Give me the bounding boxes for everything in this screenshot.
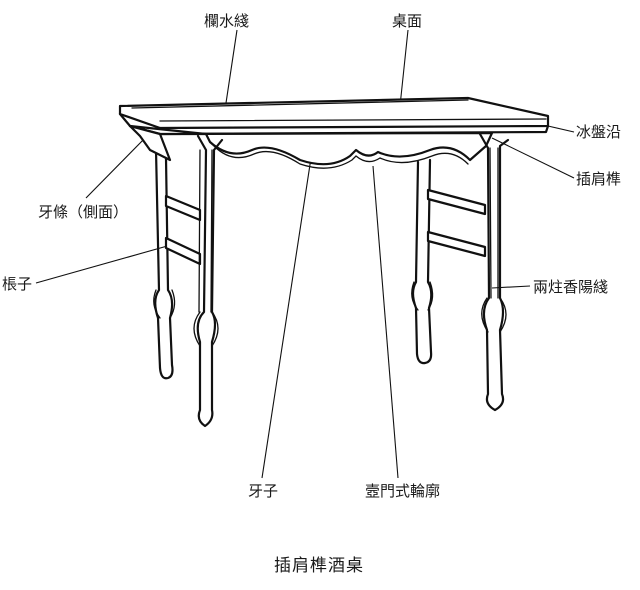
back-left-foot-carving (153, 289, 176, 319)
front-legs (193, 132, 510, 428)
tabletop-surface (118, 96, 550, 130)
back-right-foot-carving (411, 281, 434, 311)
leader-lanshui (225, 29, 238, 104)
leader-chenzi (35, 242, 179, 284)
leader-zhuomian (399, 29, 409, 107)
label-hu-men-shi-lun-kuo: 壼門式輪廓 (365, 482, 441, 500)
front-apron (128, 124, 494, 166)
back-right-leg (411, 158, 433, 365)
right-lower-stretcher (426, 230, 487, 258)
figure-caption: 插肩榫酒桌 (274, 556, 364, 576)
front-left-leg (196, 134, 224, 428)
left-upper-stretcher (164, 194, 202, 222)
leader-yazi (261, 144, 314, 479)
leader-humen (372, 165, 399, 479)
label-lanshui-jian: 欄水綫 (204, 12, 250, 30)
front-right-foot-carving (481, 297, 507, 333)
back-left-leg (154, 148, 174, 380)
tabletop (118, 96, 550, 136)
tabletop-inner-edge (131, 99, 469, 109)
side-apron (128, 124, 172, 162)
leader-chajiansun (491, 137, 575, 179)
label-zhuo-mian: 桌面 (392, 12, 423, 30)
apron-inner-bead (213, 145, 469, 169)
front-right-leg-bead (489, 147, 499, 299)
leader-yatiao (85, 134, 149, 199)
left-lower-stretcher (164, 236, 202, 266)
leader-lines (35, 29, 575, 479)
front-right-leg (478, 132, 510, 412)
label-chen-zi: 棖子 (2, 275, 33, 293)
lanshui-line (159, 118, 547, 122)
front-left-foot-carving (193, 311, 219, 347)
right-upper-stretcher (426, 188, 487, 216)
label-bing-pan-yan: 冰盤沿 (576, 123, 622, 141)
apron (128, 124, 494, 169)
label-cha-jian-sun: 插肩榫 (576, 170, 622, 188)
label-ya-tiao: 牙條（側面） (38, 203, 129, 221)
back-legs (153, 148, 434, 380)
label-ya-zi: 牙子 (248, 482, 279, 500)
label-liang-zhu-xiang-yang-jian: 兩炷香陽綫 (533, 278, 609, 296)
front-left-leg-bead (198, 149, 213, 313)
leader-bingpanyan (547, 125, 575, 133)
